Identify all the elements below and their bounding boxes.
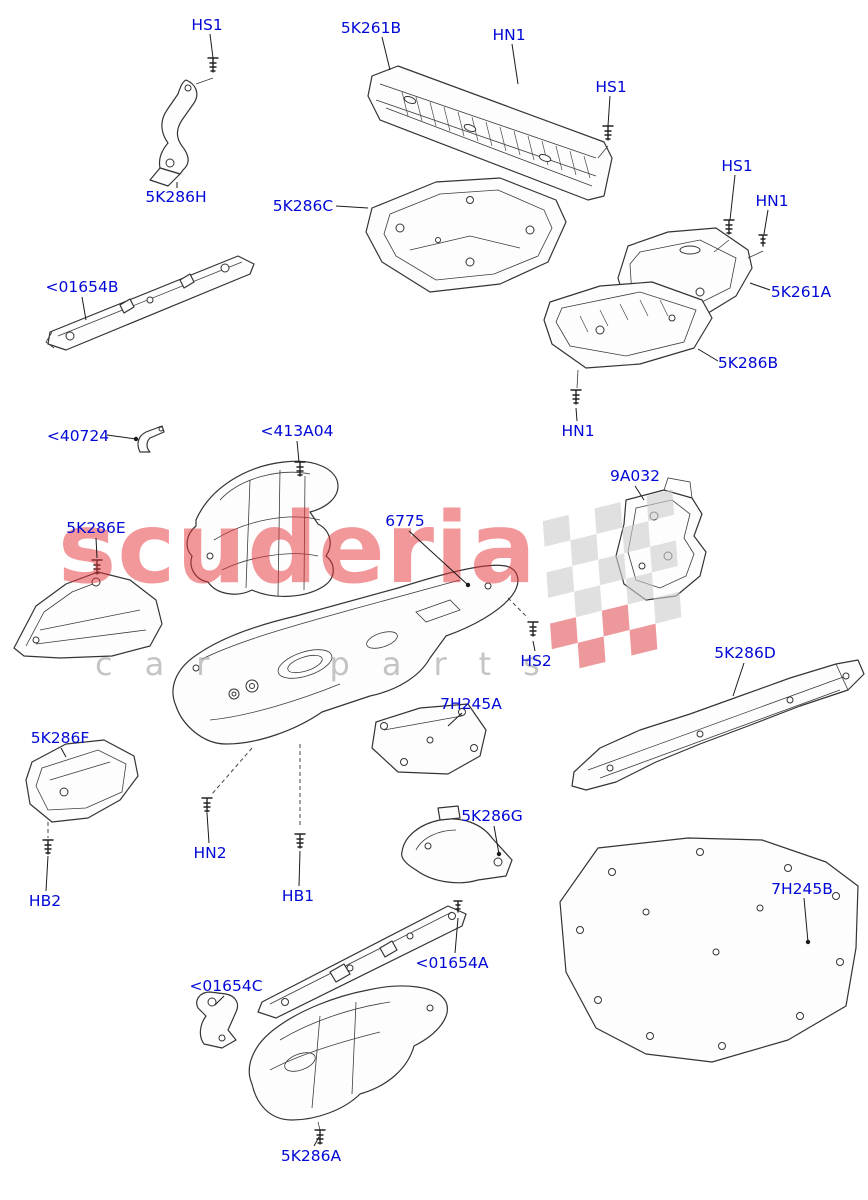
leader-line-5k261a	[749, 282, 771, 291]
part-label-hb1[interactable]: HB1	[281, 887, 315, 905]
part-label-hn1-c[interactable]: HN1	[561, 422, 595, 440]
part-6775-drawing	[172, 564, 529, 828]
leader-line-hs1-c	[729, 174, 736, 221]
leader-line-5k261b	[381, 36, 391, 71]
leader-line-413a04	[296, 440, 300, 463]
leader-line-hs1-b	[607, 95, 611, 127]
leader-dot-5k286g	[496, 851, 502, 857]
leader-dot-40724	[133, 436, 139, 442]
part-label-01654a[interactable]: <01654A	[415, 954, 489, 972]
leader-line-40724	[106, 434, 137, 440]
leader-line-01654a	[454, 917, 459, 954]
part-label-6775[interactable]: 6775	[385, 512, 425, 530]
leader-line-5k286d	[732, 662, 745, 697]
part-label-40724[interactable]: <40724	[46, 427, 110, 445]
part-01654a-drawing	[257, 900, 467, 1019]
part-label-5k286f[interactable]: 5K286F	[30, 729, 90, 747]
part-label-hs1-b[interactable]: HS1	[595, 78, 627, 96]
part-label-9a032[interactable]: 9A032	[609, 467, 661, 485]
part-hs2-screw	[527, 621, 539, 637]
part-label-5k286a[interactable]: 5K286A	[280, 1147, 342, 1165]
leader-line-hn2	[206, 812, 210, 844]
part-5k286b-drawing	[543, 281, 713, 405]
leader-line-hn1-b	[763, 209, 769, 235]
leader-line-5k286e	[95, 537, 98, 559]
part-5k286d-drawing	[571, 659, 865, 791]
part-label-5k261a[interactable]: 5K261A	[770, 283, 832, 301]
leader-line-6775	[408, 530, 469, 586]
part-label-01654b[interactable]: <01654B	[45, 278, 119, 296]
part-label-5k286c[interactable]: 5K286C	[272, 197, 334, 215]
part-label-5k286h[interactable]: 5K286H	[145, 188, 207, 206]
part-label-hs1-c[interactable]: HS1	[721, 157, 753, 175]
part-5k286f-drawing	[25, 739, 139, 855]
part-01654b-drawing	[45, 255, 255, 351]
part-label-5k261b[interactable]: 5K261B	[340, 19, 402, 37]
leader-line-5k286g	[493, 825, 500, 855]
leader-dot-7h245b	[805, 939, 811, 945]
part-label-01654c[interactable]: <01654C	[189, 977, 263, 995]
leader-line-01654c	[214, 995, 225, 1006]
part-label-5k286g[interactable]: 5K286G	[461, 807, 523, 825]
part-label-7h245a[interactable]: 7H245A	[440, 695, 502, 713]
part-5k286a-drawing	[248, 985, 448, 1145]
leader-line-7h245a	[447, 712, 463, 727]
leader-line-hs1-a	[209, 33, 214, 59]
part-label-hn1-b[interactable]: HN1	[755, 192, 789, 210]
leader-line-hs2	[532, 640, 536, 652]
part-413a04-drawing	[186, 460, 339, 597]
part-label-7h245b[interactable]: 7H245B	[771, 880, 833, 898]
part-5k286e-drawing	[13, 559, 163, 659]
leader-line-9a032	[634, 485, 645, 501]
leader-dot-6775	[465, 582, 471, 588]
leader-line-5k286f	[60, 747, 67, 758]
leader-line-01654b	[81, 296, 87, 321]
leader-line-5k286b	[697, 348, 719, 362]
part-7h245b-drawing	[559, 837, 859, 1063]
leader-line-hb2	[45, 855, 49, 892]
part-label-hs1-a[interactable]: HS1	[191, 16, 223, 34]
part-5k286c-drawing	[365, 177, 567, 293]
part-5k261b-drawing	[367, 65, 614, 201]
leader-line-7h245b	[803, 897, 809, 943]
leader-line-hn1-c	[575, 407, 578, 422]
part-label-5k286e[interactable]: 5K286E	[66, 519, 126, 537]
leader-line-hb1	[298, 850, 301, 887]
part-label-413a04[interactable]: <413A04	[260, 422, 334, 440]
part-label-5k286d[interactable]: 5K286D	[714, 644, 776, 662]
leader-line-5k286a	[313, 1136, 320, 1147]
part-label-5k286b[interactable]: 5K286B	[717, 354, 779, 372]
part-5k286g-drawing	[401, 805, 513, 884]
part-40724-drawing	[137, 425, 165, 453]
part-label-hb2[interactable]: HB2	[28, 892, 62, 910]
leader-line-hn1-a	[511, 43, 519, 85]
part-label-hn2[interactable]: HN2	[193, 844, 227, 862]
part-label-hn1-a[interactable]: HN1	[492, 26, 526, 44]
part-hn2-hb1-screws	[201, 797, 306, 849]
part-label-hs2[interactable]: HS2	[520, 652, 552, 670]
part-7h245a-drawing	[371, 703, 487, 775]
part-01654c-drawing	[196, 991, 239, 1049]
leader-line-5k286c	[335, 205, 369, 209]
